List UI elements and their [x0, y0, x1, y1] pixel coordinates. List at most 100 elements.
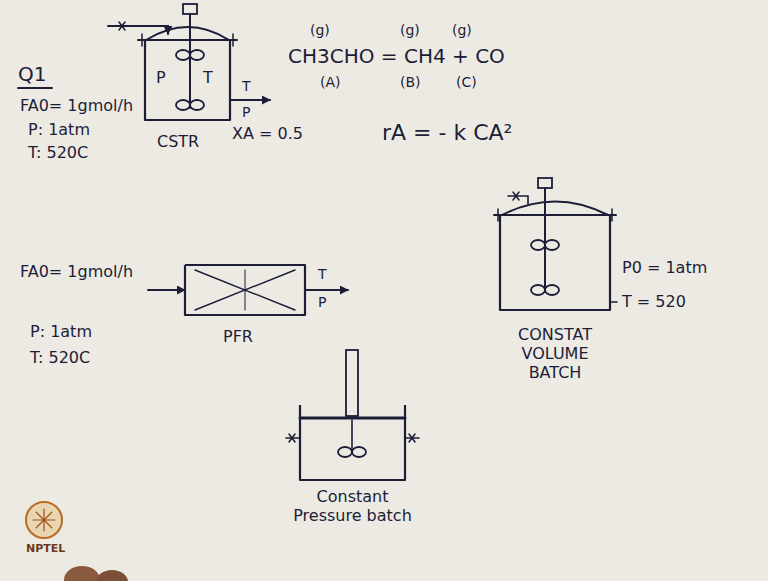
logo-ray [33, 519, 44, 520]
vessel-dome [502, 202, 608, 216]
logo-ring [26, 502, 62, 538]
packing-line [245, 270, 246, 310]
impeller-blade [338, 447, 352, 457]
label-holder: T [242, 78, 251, 95]
flange-bolt [232, 34, 234, 46]
feed-rate: FA0= 1gmol/h [20, 96, 133, 115]
text-holder: CONSTAT VOLUME BATCH [500, 325, 610, 383]
pressure-spec: P0 = 1atm [622, 258, 707, 277]
valve-mark [289, 434, 295, 442]
flange-bolt [611, 209, 613, 221]
constant-pressure-batch: Constant Pressure batch [300, 405, 405, 529]
phase-label: (g) [310, 22, 330, 38]
outlet-symbol: T [318, 266, 327, 282]
label-holder: (B) [400, 74, 421, 91]
conversion: XA = 0.5 [232, 124, 303, 143]
vessel-outline [500, 215, 610, 310]
flange-bolt [141, 34, 143, 46]
pressure-spec: P: 1atm [28, 120, 90, 139]
impeller-blade [190, 50, 204, 60]
label-holder: P [318, 294, 326, 311]
label-holder: Q1 [18, 62, 46, 86]
reactor-caption: CONSTAT VOLUME BATCH [518, 325, 592, 382]
label-holder: rA = - k CA² [382, 120, 512, 146]
valve-mark [119, 22, 125, 30]
temperature-spec: T = 520 [622, 292, 686, 311]
packing-line [195, 270, 295, 310]
label-holder: (C) [456, 74, 477, 91]
title-underline [18, 87, 52, 89]
phase-label: (g) [452, 22, 472, 38]
piston-head [300, 417, 405, 420]
impeller-blade [176, 100, 190, 110]
impeller-blade [190, 100, 204, 110]
text-holder: CSTR [157, 132, 199, 151]
label-holder: XA = 0.5 [232, 124, 303, 143]
label-holder: (g) [452, 22, 472, 39]
label-holder: FA0= 1gmol/h [20, 96, 133, 115]
lid-flange [138, 39, 237, 41]
logo-ray [36, 512, 44, 520]
logo-ray [44, 519, 55, 520]
label-holder: CH3CHO = CH4 + CO [288, 44, 505, 68]
question-number: Q1 [18, 62, 46, 86]
stirrer-shaft [544, 188, 546, 292]
outlet-symbol: P [242, 104, 250, 120]
label-holder: T: 520C [30, 348, 90, 367]
outlet-pipe [230, 99, 270, 101]
label-holder: (A) [320, 74, 341, 91]
vessel-wall [145, 40, 230, 120]
outlet-symbol: P [318, 294, 326, 310]
stirrer-shaft [351, 420, 353, 452]
phase-label: (g) [400, 22, 420, 38]
temperature-spec: T: 520C [28, 143, 88, 162]
inlet-pipe [508, 196, 528, 204]
label-holder: NPTEL [26, 542, 65, 555]
lid-flange [494, 214, 616, 216]
flange-bolt [497, 209, 499, 221]
reactor-caption: Constant Pressure batch [293, 487, 412, 525]
finger [96, 570, 128, 581]
species-letter: (B) [400, 74, 421, 90]
impeller-blade [545, 240, 559, 250]
valve-mark [119, 22, 125, 30]
logo-ray [43, 520, 44, 531]
impeller-blade [352, 447, 366, 457]
valve-mark [513, 192, 519, 200]
packing-line [195, 270, 295, 310]
vessel-wall [300, 405, 405, 480]
inlet-pipe [148, 289, 185, 291]
reactor-caption: CSTR [157, 132, 199, 151]
label-holder: P: 1atm [28, 120, 90, 139]
label-holder: P0 = 1atm [622, 258, 707, 277]
logo-text: NPTEL [26, 542, 65, 555]
variable-symbol: T [203, 68, 213, 87]
impeller-blade [531, 240, 545, 250]
motor-box [183, 4, 197, 14]
feed-rate: FA0= 1gmol/h [20, 262, 133, 281]
motor-box [538, 178, 552, 188]
label-holder: P: 1atm [30, 322, 92, 341]
variable-symbol: P [156, 68, 166, 87]
valve-mark [289, 434, 295, 442]
outlet-pipe [305, 289, 348, 291]
label-holder: (g) [310, 22, 330, 39]
reactor-caption: PFR [223, 327, 253, 346]
piston-rod [346, 350, 358, 416]
label-holder: T = 520 [622, 292, 686, 311]
valve-mark [409, 434, 415, 442]
logo-ray [44, 512, 52, 520]
vessel-wall [500, 215, 610, 310]
label-holder: (g) [400, 22, 420, 39]
label-holder: P [242, 104, 250, 121]
cstr-vessel: P T CSTR [145, 40, 230, 155]
text-holder: P [156, 68, 166, 87]
label-holder: T [318, 266, 327, 283]
logo-ray [44, 520, 52, 528]
stirrer-shaft [189, 14, 191, 108]
species-letter: (C) [456, 74, 477, 90]
reaction-equation: CH3CHO = CH4 + CO [288, 44, 505, 68]
vessel-outline [300, 405, 405, 480]
logo-ray [36, 520, 44, 528]
